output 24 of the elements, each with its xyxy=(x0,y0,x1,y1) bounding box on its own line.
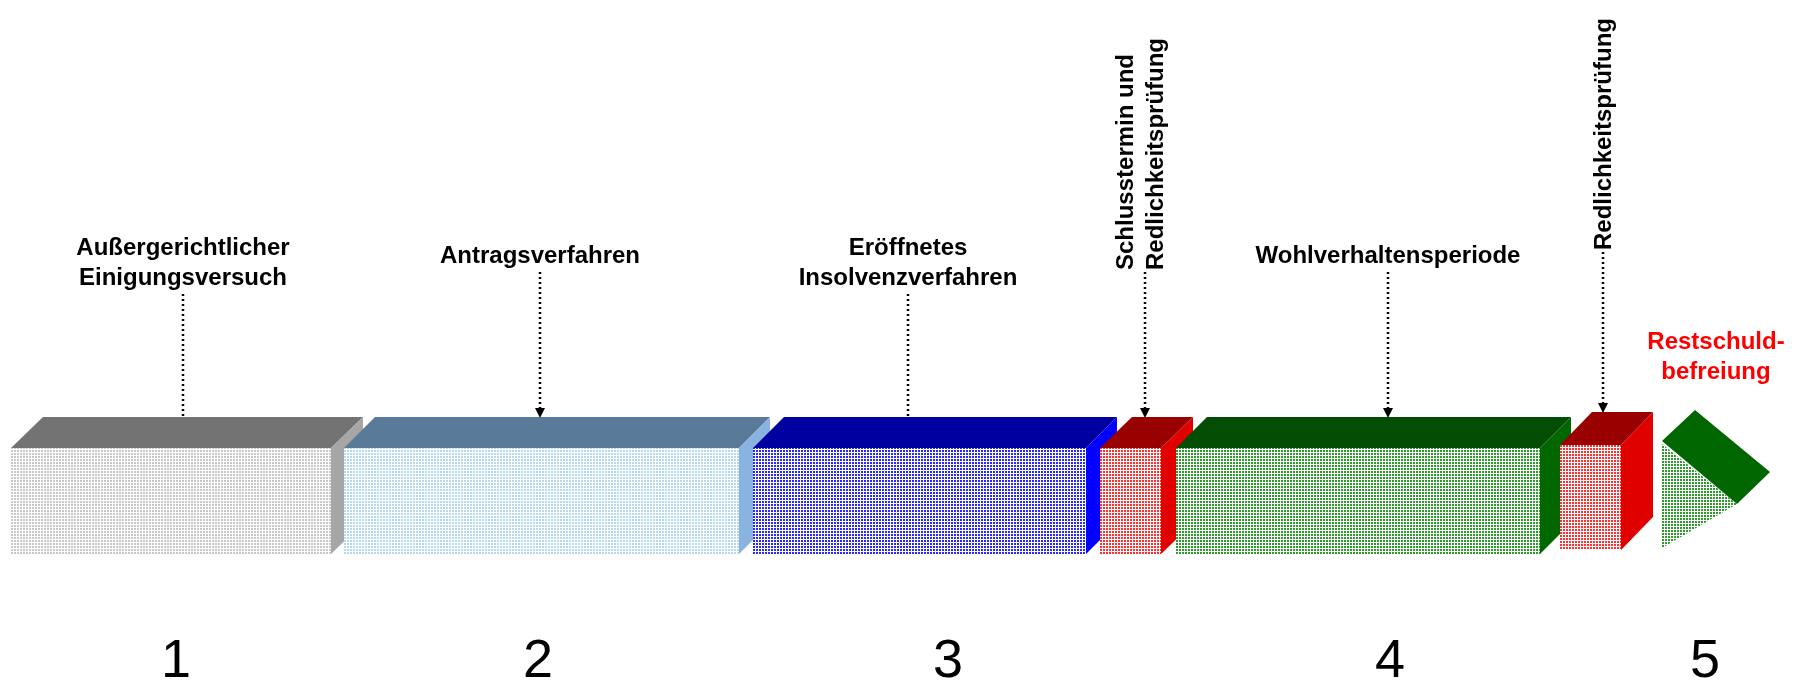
phase-number: 5 xyxy=(1688,628,1721,687)
phase-number: 3 xyxy=(931,628,964,687)
arrow xyxy=(1383,272,1393,418)
arrow xyxy=(1140,272,1150,418)
arrow xyxy=(1598,252,1608,413)
leader-line xyxy=(181,294,185,417)
stage-block xyxy=(11,417,363,554)
stage-label: Eröffnetes Insolvenzverfahren xyxy=(768,232,1048,292)
arrow-shape xyxy=(1662,410,1770,548)
stage-label: Schlusstermin und Redlichkeitsprüfung xyxy=(1110,8,1170,270)
phase-number: 2 xyxy=(521,628,554,687)
stage-label: Redlichkeitsprüfung xyxy=(1588,18,1618,251)
arrow xyxy=(535,272,545,418)
stage-block xyxy=(1560,412,1653,550)
stage-block xyxy=(1176,417,1571,554)
phase-number: 4 xyxy=(1373,628,1406,687)
stage-block xyxy=(344,417,770,554)
leader-line xyxy=(906,294,910,417)
stage-block xyxy=(753,417,1117,554)
stage-label: Antragsverfahren xyxy=(410,240,670,270)
stage-label: Außergerichtlicher Einigungsversuch xyxy=(43,232,323,292)
phase-number: 1 xyxy=(159,628,192,687)
stage-label: Wohlverhaltensperiode xyxy=(1238,240,1538,270)
outcome-label: Restschuld- befreiung xyxy=(1646,326,1786,386)
